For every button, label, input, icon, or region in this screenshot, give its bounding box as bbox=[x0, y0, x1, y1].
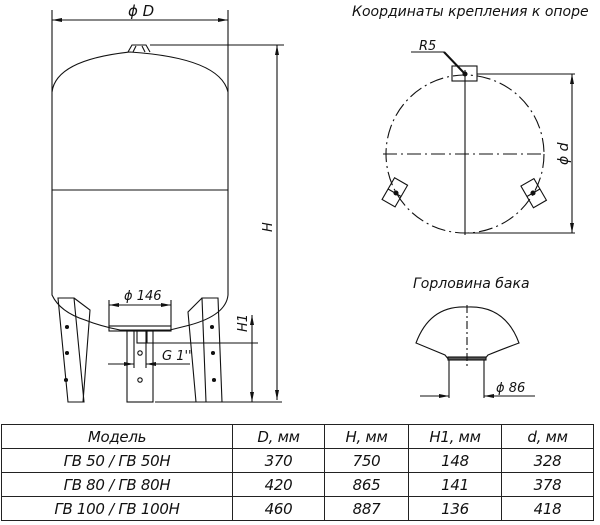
table-row: ГВ 50 / ГВ 50Н 370 750 148 328 bbox=[1, 448, 594, 473]
neck-view bbox=[415, 305, 535, 398]
dim-d-label: ϕ d bbox=[556, 142, 572, 165]
cell-H1: 148 bbox=[408, 448, 502, 473]
cell-H1: 141 bbox=[408, 472, 502, 497]
cell-d: 418 bbox=[501, 496, 594, 521]
dim-flange-label: ϕ 146 bbox=[124, 289, 162, 304]
mount-title: Координаты крепления к опоре bbox=[352, 4, 589, 20]
dim-R5-label: R5 bbox=[419, 39, 436, 54]
cell-d: 328 bbox=[501, 448, 594, 473]
cell-model: ГВ 50 / ГВ 50Н bbox=[1, 448, 233, 473]
dim-D-label: ϕ D bbox=[128, 2, 154, 20]
header-H: H, мм bbox=[324, 424, 409, 449]
cell-d: 378 bbox=[501, 472, 594, 497]
cell-D: 460 bbox=[232, 496, 325, 521]
cell-D: 370 bbox=[232, 448, 325, 473]
tank-view bbox=[51, 10, 284, 403]
technical-drawing: ϕ D H ϕ 146 G 1'' H1 Координаты креплени… bbox=[51, 2, 589, 403]
cell-D: 420 bbox=[232, 472, 325, 497]
cell-model: ГВ 80 / ГВ 80Н bbox=[1, 472, 233, 497]
header-D: D, мм bbox=[232, 424, 325, 449]
mount-view bbox=[381, 51, 575, 235]
specs-table: Модель D, мм H, мм H1, мм d, мм ГВ 50 / … bbox=[1, 424, 594, 521]
table-row: ГВ 100 / ГВ 100Н 460 887 136 418 bbox=[1, 496, 594, 521]
table-row: ГВ 80 / ГВ 80Н 420 865 141 378 bbox=[1, 472, 594, 497]
dim-neck-label: ϕ 86 bbox=[496, 381, 525, 396]
cell-model: ГВ 100 / ГВ 100Н bbox=[1, 496, 233, 521]
cell-H1: 136 bbox=[408, 496, 502, 521]
table-header-row: Модель D, мм H, мм H1, мм d, мм bbox=[1, 424, 594, 449]
neck-title: Горловина бака bbox=[413, 276, 530, 292]
cell-H: 750 bbox=[324, 448, 409, 473]
dim-thread-label: G 1'' bbox=[162, 349, 192, 364]
dim-H1-label: H1 bbox=[236, 314, 251, 332]
cell-H: 887 bbox=[324, 496, 409, 521]
dim-H-label: H bbox=[261, 222, 276, 232]
header-model: Модель bbox=[1, 424, 233, 449]
cell-H: 865 bbox=[324, 472, 409, 497]
header-H1: H1, мм bbox=[408, 424, 502, 449]
header-d: d, мм bbox=[501, 424, 594, 449]
